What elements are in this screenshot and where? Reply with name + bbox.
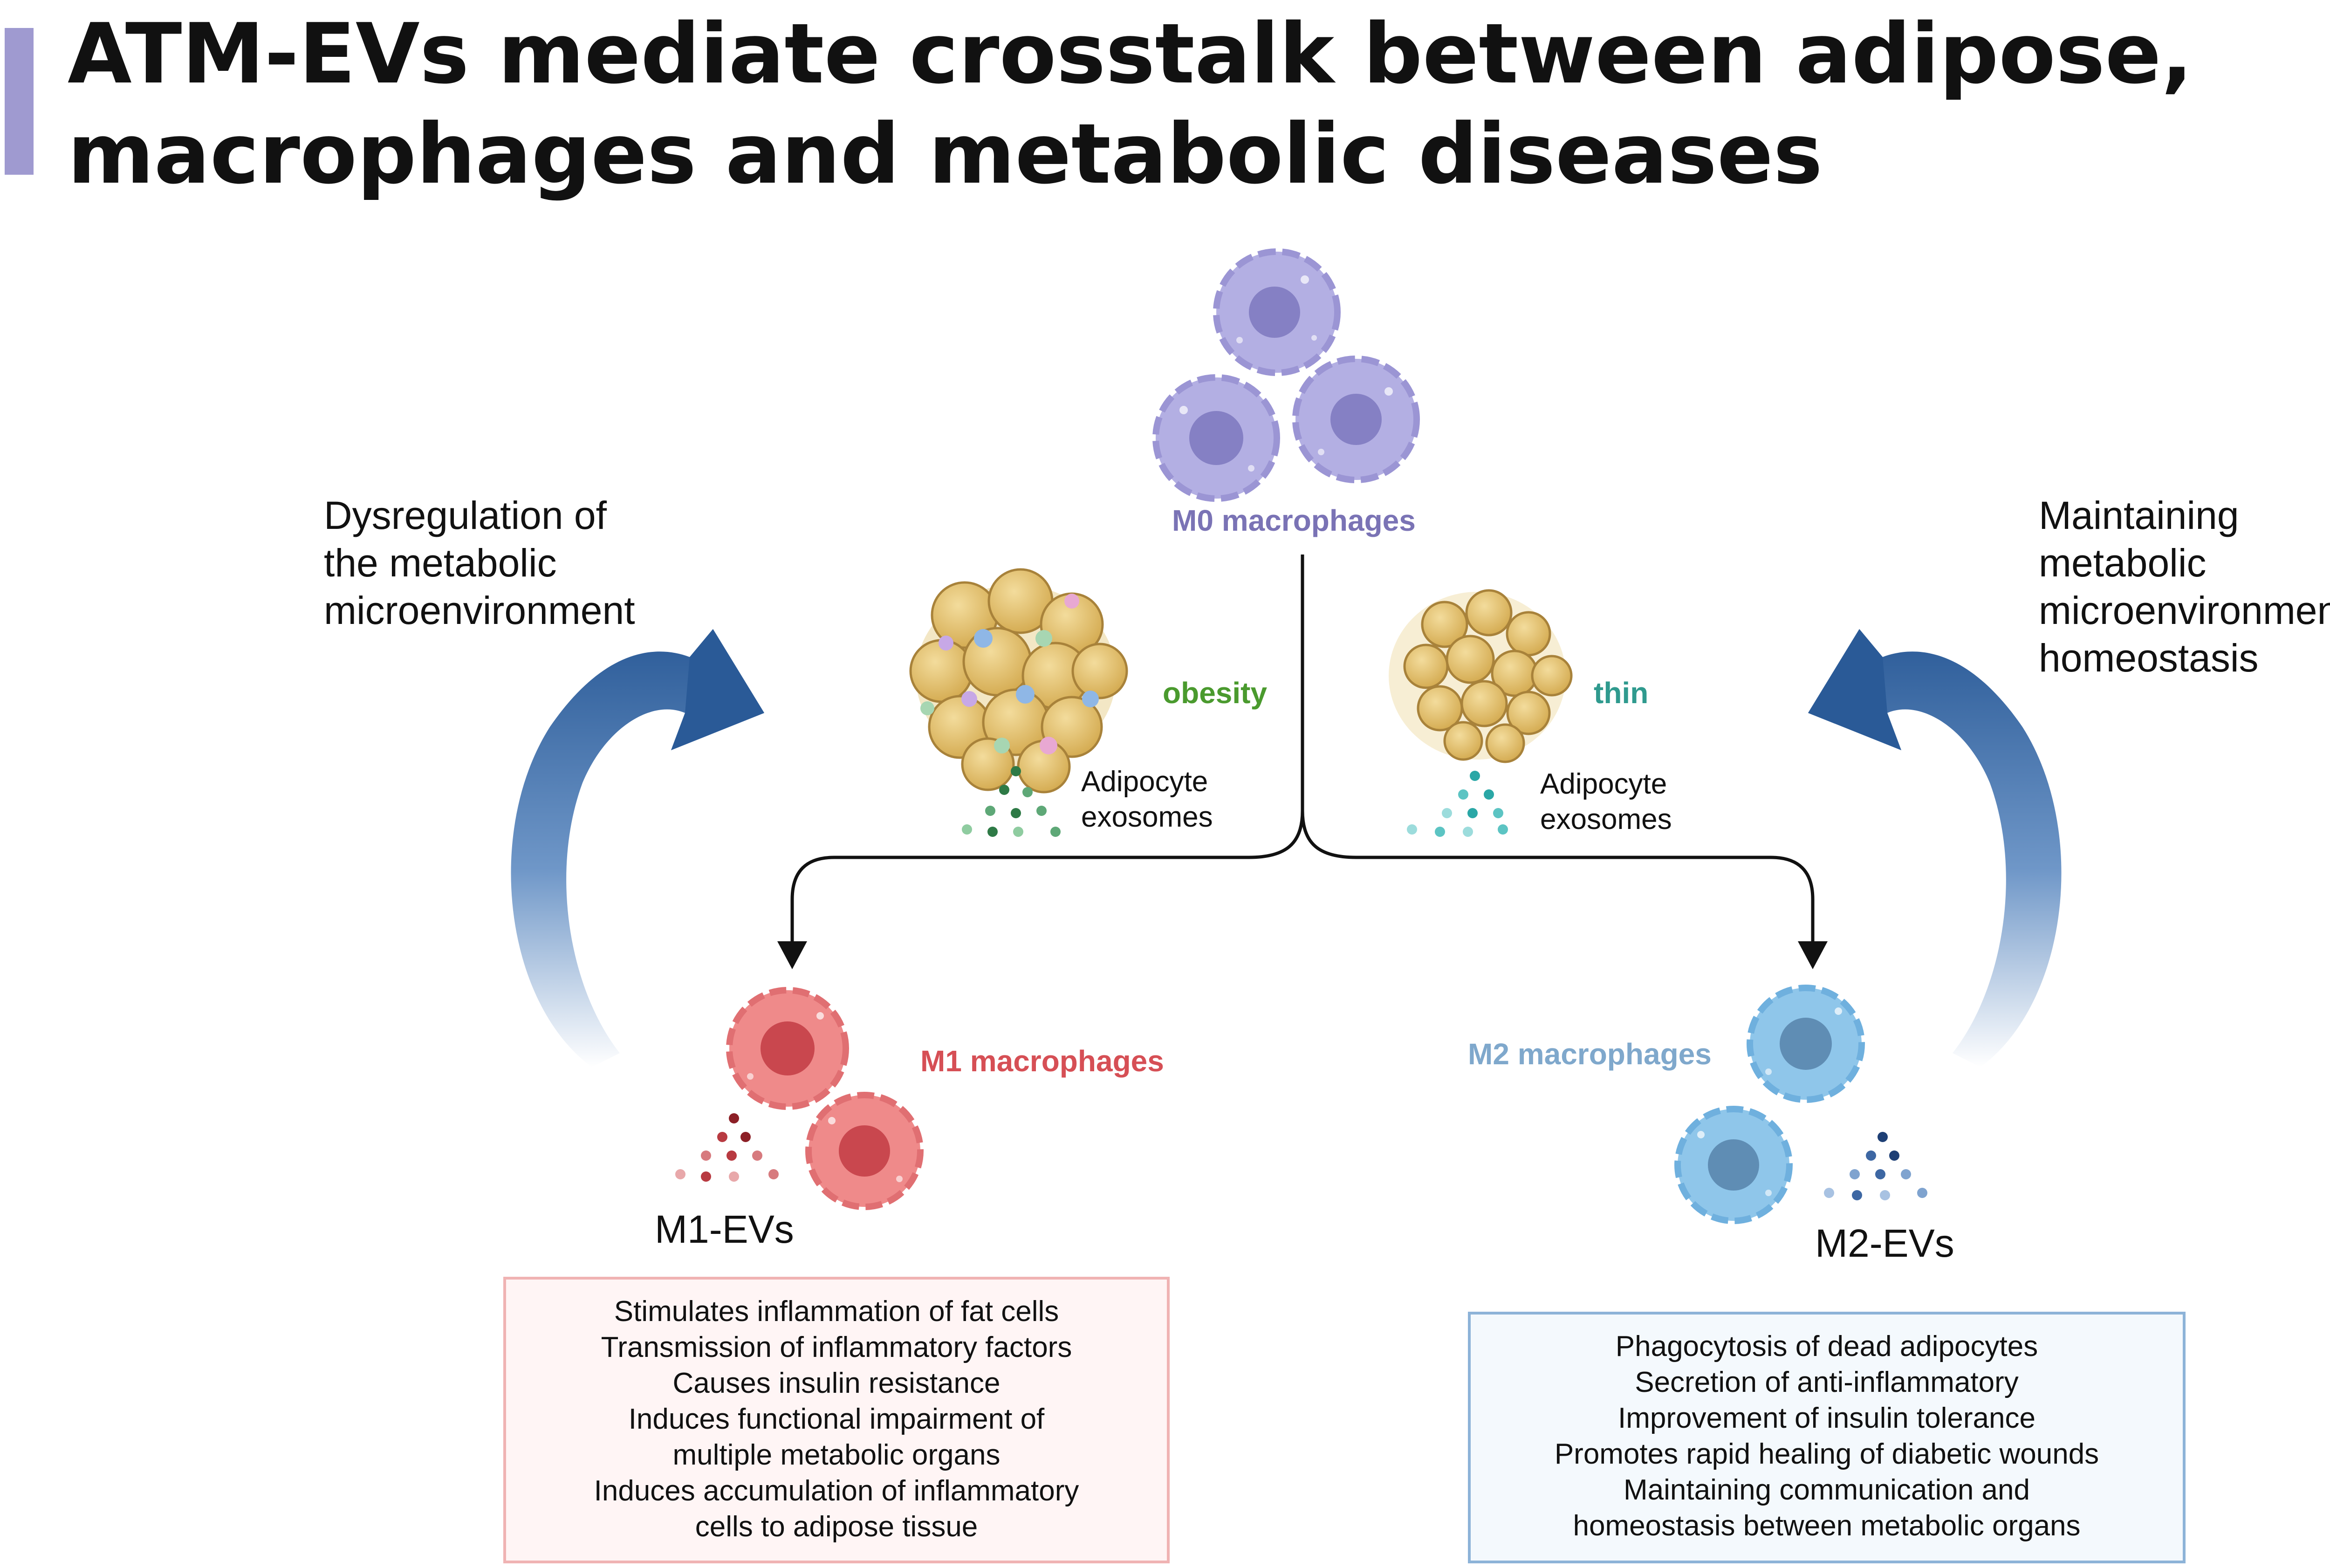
m2-effects-item: Promotes rapid healing of diabetic wound… [1554,1438,2099,1470]
m2-ev-dots [1824,1132,1927,1200]
thin-exosome-dots [1407,771,1508,837]
dysregulation-line-2: the metabolic [324,541,557,585]
obesity-exosomes-line-2: exosomes [1081,801,1213,833]
m1-effects-item: multiple metabolic organs [672,1439,1001,1471]
m2-effects-item: Secretion of anti-inflammatory [1635,1366,2019,1398]
m1-label: M1 macrophages [920,1044,1164,1078]
obesity-exosomes-label: Adipocyte exosomes [1081,764,1213,835]
thin-adipose-tissue [1389,589,1573,763]
m2-evs-label: M2-EVs [1815,1221,1954,1265]
homeostasis-line-4: homeostasis [2039,636,2259,680]
title-line-2: macrophages and metabolic diseases [68,106,1823,202]
m2-effects-item: Phagocytosis of dead adipocytes [1615,1330,2038,1363]
m1-effects-item: Induces accumulation of inflammatory [594,1475,1079,1507]
thin-exosomes-line-2: exosomes [1540,803,1672,835]
dysregulation-line-1: Dysregulation of [324,493,607,537]
m1-effects-item: Induces functional impairment of [628,1403,1045,1435]
m1-macrophage-cells [726,987,924,1210]
m1-effects-item: Transmission of inflammatory factors [601,1331,1072,1363]
homeostasis-line-2: metabolic [2039,541,2207,585]
obesity-exosomes-line-1: Adipocyte [1081,766,1208,798]
m0-macrophage-cells [1152,248,1420,502]
m1-ev-dots [675,1113,779,1182]
thin-exosomes-line-1: Adipocyte [1540,768,1667,800]
m2-effects-item: Improvement of insulin tolerance [1617,1402,2035,1434]
title-line-1: ATM-EVs mediate crosstalk between adipos… [68,6,2193,102]
page-title: ATM-EVs mediate crosstalk between adipos… [68,4,2258,204]
thin-label: thin [1594,676,1649,710]
arrowhead-to-m1 [777,941,807,969]
obesity-exosome-dots [962,766,1061,837]
homeostasis-text: Maintaining metabolic microenvironmental… [2039,492,2330,682]
m2-label: M2 macrophages [1468,1037,1712,1071]
homeostasis-line-1: Maintaining [2039,493,2239,537]
m1-effects-item: Stimulates inflammation of fat cells [614,1295,1059,1328]
dysregulation-line-3: microenvironment [324,589,635,632]
m1-effects-item: Causes insulin resistance [672,1367,1001,1399]
thin-exosomes-label: Adipocyte exosomes [1540,767,1672,837]
m2-effects-item: homeostasis between metabolic organs [1573,1510,2081,1542]
homeostasis-line-3: microenvironmental [2039,589,2330,632]
dysregulation-text: Dysregulation of the metabolic microenvi… [324,492,635,634]
m1-evs-label: M1-EVs [655,1207,794,1251]
left-curved-arrow [511,629,764,1067]
m1-effects-item: cells to adipose tissue [695,1511,978,1543]
obesity-label: obesity [1163,676,1268,710]
right-curved-arrow [1808,629,2062,1067]
m0-label: M0 macrophages [1172,504,1416,537]
branch-connector [790,555,1815,946]
arrowhead-to-m2 [1798,941,1828,969]
m2-macrophage-cells [1674,985,1865,1224]
obese-adipose-tissue [909,568,1128,794]
m2-effects-item: Maintaining communication and [1624,1474,2030,1506]
title-accent-bar [5,28,34,175]
